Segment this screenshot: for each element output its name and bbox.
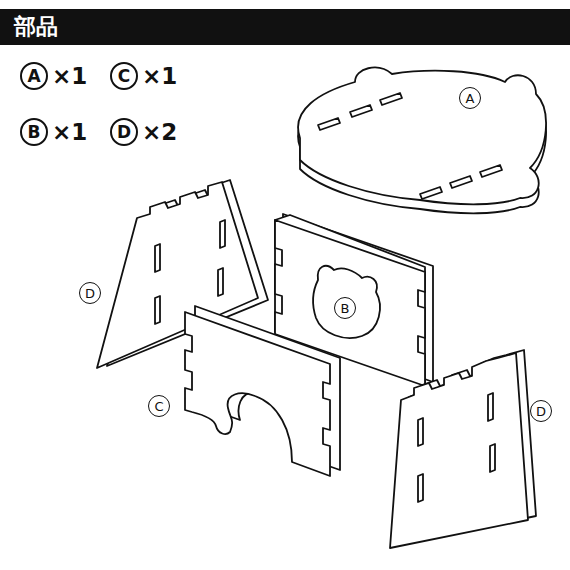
callout-letter: C: [154, 400, 163, 413]
callout-letter: A: [466, 92, 475, 105]
quantity-item: B×1: [20, 118, 87, 146]
quantity-item: A×1: [20, 62, 87, 90]
quantity-item: D×2: [110, 118, 177, 146]
quantity: ×2: [142, 121, 177, 144]
bear-face-mark: [313, 266, 380, 338]
part-letter: A: [20, 62, 48, 90]
callout-circle: A: [459, 87, 481, 109]
part-d-right: [390, 350, 536, 548]
part-letter: D: [110, 118, 138, 146]
callout-circle: D: [79, 282, 101, 304]
quantity: ×1: [52, 121, 87, 144]
callout-circle: B: [334, 297, 356, 319]
quantity: ×1: [52, 65, 87, 88]
callout-letter: D: [85, 287, 95, 300]
callout-circle: C: [148, 395, 170, 417]
callout-letter: D: [536, 405, 546, 418]
part-c: [185, 306, 340, 476]
header-bar: [0, 9, 570, 45]
quantity-item: C×1: [110, 62, 177, 90]
title: 部品: [14, 11, 58, 43]
part-a: [298, 68, 546, 214]
part-letter: C: [110, 62, 138, 90]
callout-letter: B: [341, 302, 350, 315]
quantity: ×1: [142, 65, 177, 88]
callout-circle: D: [530, 400, 552, 422]
part-letter: B: [20, 118, 48, 146]
